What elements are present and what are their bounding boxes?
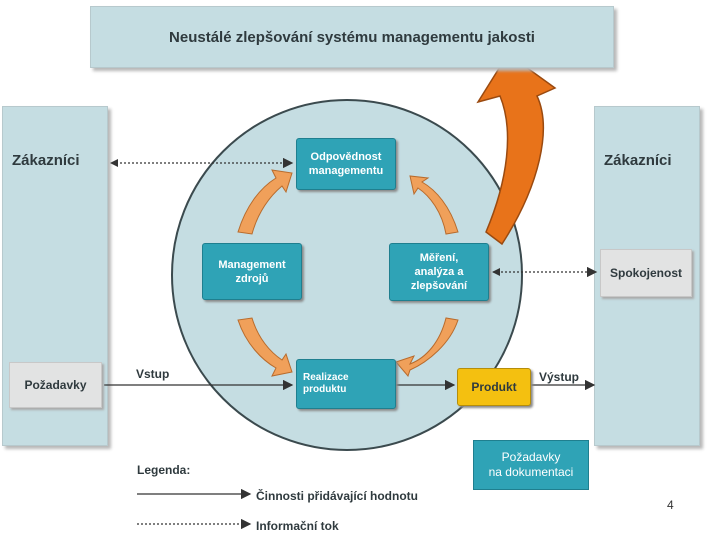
process-circle — [171, 99, 523, 451]
measurement-analysis-box: Měření, analýza a zlepšování — [389, 243, 489, 301]
legend-title: Legenda: — [137, 463, 191, 477]
product-realization-box: Realizace produktu — [296, 359, 396, 409]
cycle-arrow-bottom-left — [237, 317, 293, 377]
page-title: Neustálé zlepšování systému managementu … — [90, 6, 614, 68]
cycle-arrow-top-right — [409, 175, 459, 235]
cycle-arrow-bottom-right — [395, 317, 459, 377]
legend-value-adding: Činnosti přidávající hodnotu — [256, 489, 418, 503]
output-label: Výstup — [539, 370, 580, 384]
product-box: Produkt — [457, 368, 531, 406]
customers-left-label: Zákazníci — [12, 152, 80, 169]
info-flow-left-start — [110, 159, 118, 167]
input-label: Vstup — [136, 367, 170, 381]
customers-right-label: Zákazníci — [604, 152, 672, 169]
cycle-arrow-top-left — [237, 169, 293, 235]
info-flow-right-start — [492, 268, 500, 276]
management-responsibility-box: Odpovědnost managementu — [296, 138, 396, 190]
product-realization-label: Realizace produktu — [303, 372, 349, 395]
page-number: 4 — [667, 498, 674, 512]
resource-management-box: Management zdrojů — [202, 243, 302, 300]
requirements-box: Požadavky — [9, 362, 102, 408]
legend-information-flow: Informační tok — [256, 519, 339, 533]
satisfaction-box: Spokojenost — [600, 249, 692, 297]
documentation-requirements-box: Požadavky na dokumentaci — [473, 440, 589, 490]
